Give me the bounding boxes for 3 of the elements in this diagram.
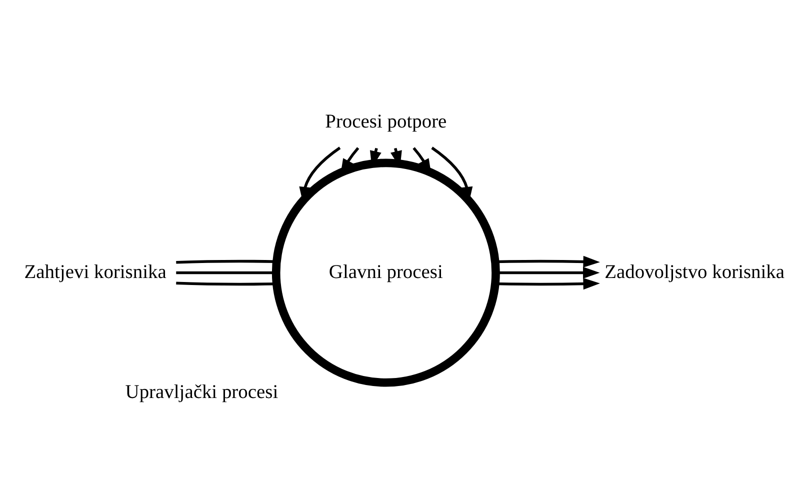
node-text: Zahtjevi korisnika [24, 261, 166, 282]
node-text: Procesi potpore [325, 111, 447, 132]
node-text: Zadovoljstvo korisnika [604, 261, 785, 282]
